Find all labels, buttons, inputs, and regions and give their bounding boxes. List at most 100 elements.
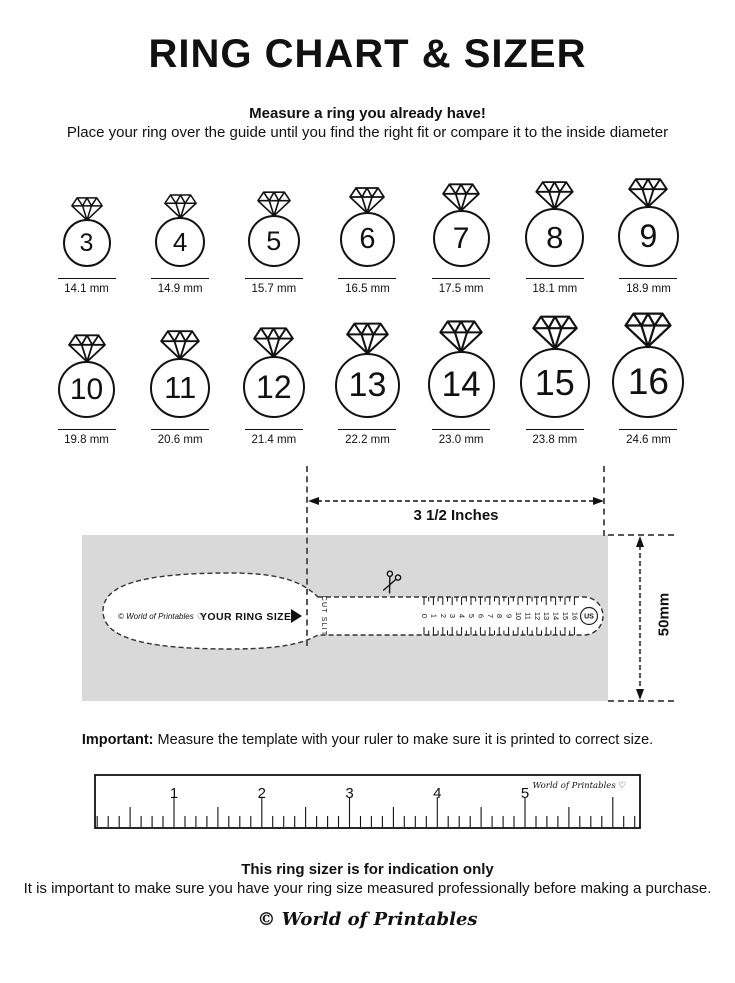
ring-underline (525, 429, 584, 430)
strap-scale-number: 3 (448, 614, 457, 618)
ruler-number: 4 (433, 785, 441, 802)
ring-underline (244, 278, 303, 279)
ruler-number: 2 (258, 785, 266, 802)
ruler-number: 3 (345, 785, 353, 802)
ring-underline (151, 278, 210, 279)
ring-chart-page: RING CHART & SIZER Measure a ring you al… (0, 32, 735, 930)
ring-size-item: 11 20.6 mm (137, 329, 223, 446)
ring-diameter-label: 14.9 mm (157, 283, 203, 295)
measure-guide-line-top (608, 534, 674, 536)
us-label: US (584, 614, 594, 621)
ring-circle: 15 (519, 348, 590, 418)
ring-circle: 11 (150, 358, 211, 418)
strap-scale-number: 14 (552, 612, 561, 620)
ring-circle: 16 (612, 346, 685, 418)
ring-diameter-label: 22.2 mm (345, 434, 390, 446)
ring-circle: 12 (242, 356, 305, 418)
cut-slit-guide-line (306, 466, 308, 646)
ring-diameter-label: 23.8 mm (532, 434, 578, 446)
diamond-icon (67, 334, 106, 363)
printed-ruler: 1 2 3 4 5 World of Printables ♡ (94, 774, 641, 835)
important-text: Measure the template with your ruler to … (157, 732, 654, 748)
diamond-icon (442, 183, 480, 212)
diamond-icon (160, 330, 200, 360)
strap-scale-number: 13 (542, 612, 551, 620)
ruler-number: 1 (170, 785, 178, 802)
ring-underline (338, 429, 397, 430)
height-measure (634, 535, 646, 701)
ring-circle: 6 (339, 212, 395, 267)
strap-scale-number: 1 (429, 614, 438, 618)
diamond-icon (163, 194, 197, 219)
strap-scale-number: 9 (505, 614, 514, 618)
ring-size-item: 14 23.0 mm (418, 319, 504, 446)
subtitle-bold: Measure a ring you already have! (249, 105, 486, 122)
ring-diameter-label: 17.5 mm (438, 283, 484, 295)
height-arrow-icon (636, 536, 644, 700)
diamond-icon (628, 178, 669, 208)
ruler-graphic: 1 2 3 4 5 World of Printables ♡ (94, 774, 641, 829)
ring-circle: 9 (617, 206, 679, 267)
strap-scale-number: 10 (514, 612, 523, 620)
measure-guide-line-bottom (608, 700, 674, 702)
ring-size-item: 15 23.8 mm (512, 314, 598, 446)
diamond-icon (531, 315, 578, 350)
ring-circle: 10 (58, 361, 115, 418)
ring-underline (432, 429, 491, 430)
footer-brand: © World of Printables (257, 909, 478, 930)
ring-diameter-label: 16.5 mm (345, 283, 390, 295)
diamond-icon (624, 312, 673, 348)
ring-diameter-label: 14.1 mm (64, 283, 109, 295)
page-title: RING CHART & SIZER (148, 32, 587, 76)
ring-circle: 5 (247, 215, 300, 267)
width-arrow-icon (308, 497, 604, 505)
diamond-icon (349, 187, 386, 214)
ring-underline (57, 278, 116, 279)
ring-size-item: 16 24.6 mm (605, 311, 691, 446)
ring-underline (619, 429, 678, 430)
strap-scale-number: 4 (458, 614, 467, 618)
ruler-number: 5 (521, 785, 529, 802)
your-ring-size-label: YOUR RING SIZE (200, 611, 291, 623)
ring-size-item: 6 16.5 mm (324, 186, 410, 295)
diamond-icon (70, 197, 103, 221)
diamond-icon (253, 327, 295, 358)
ring-diameter-label: 18.1 mm (532, 283, 578, 295)
height-measure-label: 50mm (655, 592, 673, 637)
ring-diameter-label: 20.6 mm (157, 434, 203, 446)
strap-scale-number: 0 (420, 614, 429, 618)
footer-bold-note: This ring sizer is for indication only (241, 861, 494, 878)
ring-underline (619, 278, 678, 279)
cut-slit-label: CUT SLIT (320, 596, 327, 637)
width-measure-label: 3 1/2 Inches (413, 507, 499, 524)
strap-scale-number: 5 (467, 614, 476, 618)
ring-diameter-label: 24.6 mm (626, 434, 671, 446)
width-measure: 3 1/2 Inches (307, 494, 605, 538)
scissors-icon (382, 570, 402, 594)
ruler-brand: World of Printables ♡ (533, 781, 627, 791)
footer-note: It is important to make sure you have yo… (23, 880, 712, 897)
ring-diameter-label: 21.4 mm (251, 434, 297, 446)
strap-scale-number: 15 (561, 612, 570, 620)
us-size-circle (579, 606, 599, 626)
diamond-icon (346, 322, 389, 355)
strap-scale-number: 12 (533, 612, 542, 620)
ring-underline (244, 429, 303, 430)
subtitle: Place your ring over the guide until you… (66, 124, 669, 141)
strap-scale-number: 7 (486, 614, 495, 618)
ring-circle: 14 (427, 351, 495, 418)
ring-underline (432, 278, 491, 279)
diamond-icon (535, 181, 574, 210)
ring-diameter-label: 23.0 mm (438, 434, 484, 446)
